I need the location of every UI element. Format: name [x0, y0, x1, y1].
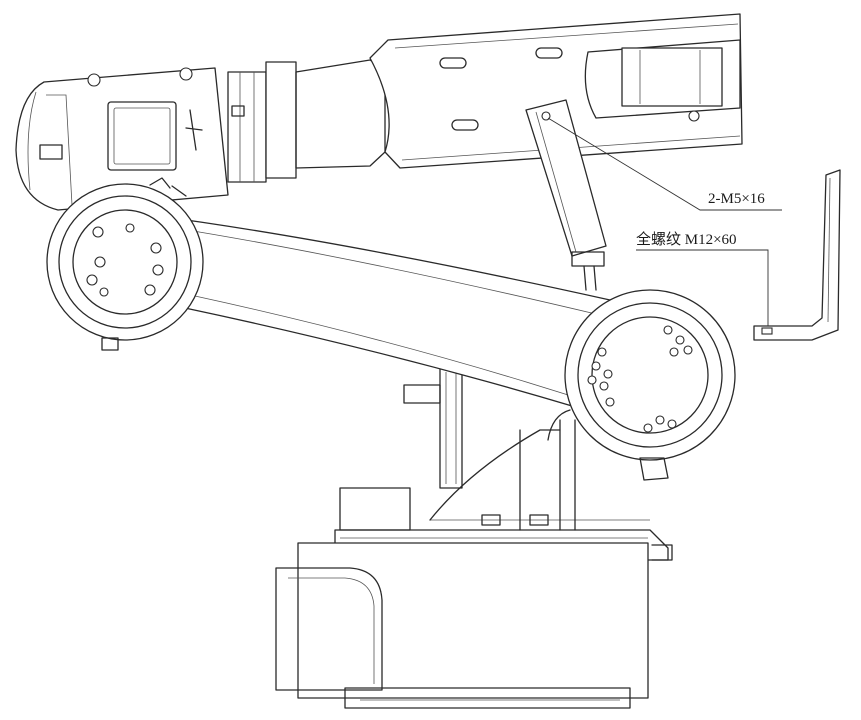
l-bracket: [753, 169, 841, 341]
thread-callout-label: 全螺纹 M12×60: [636, 232, 737, 248]
elbow-joint: [564, 289, 736, 481]
shoulder-joint: [46, 177, 204, 351]
upper-arm: [15, 13, 743, 291]
screw-callout-label: 2-M5×16: [708, 191, 765, 207]
column-supports: [403, 367, 576, 531]
callout-leaders: [547, 117, 782, 326]
base-assembly: [275, 487, 673, 709]
